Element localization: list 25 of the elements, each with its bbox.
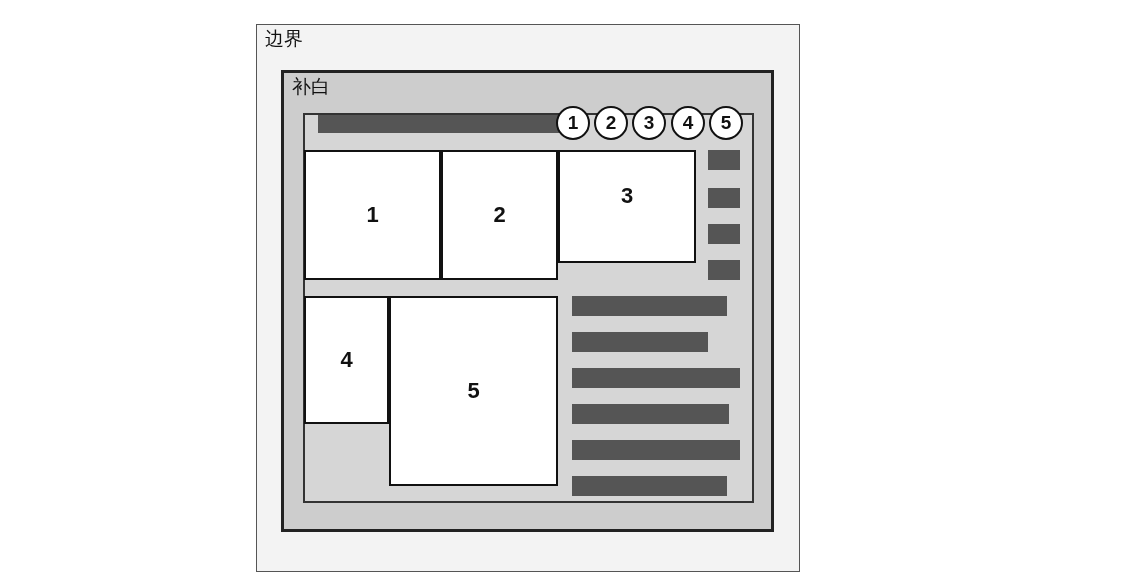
content-block	[304, 296, 389, 424]
block-number: 5	[467, 379, 480, 403]
padding-area	[281, 70, 774, 532]
block-number: 4	[340, 348, 353, 372]
number-circle	[594, 106, 628, 140]
area-label: 边界	[265, 29, 303, 49]
content-area	[303, 113, 754, 503]
circle-number: 5	[720, 111, 732, 135]
block-number: 3	[620, 183, 634, 208]
number-circle	[632, 106, 666, 140]
number-circle	[556, 106, 590, 140]
area-label: 补白	[292, 77, 330, 97]
circle-number: 3	[643, 111, 655, 135]
number-circle	[671, 106, 705, 140]
circle-number: 2	[605, 111, 617, 135]
circle-number: 4	[682, 111, 694, 135]
content-block	[304, 150, 441, 280]
block-number: 2	[493, 203, 506, 227]
content-block	[389, 296, 558, 486]
block-number: 1	[366, 203, 379, 227]
content-block	[558, 150, 696, 263]
number-circle	[709, 106, 743, 140]
margin-area	[256, 24, 800, 572]
content-block	[441, 150, 558, 280]
circle-number: 1	[567, 111, 579, 135]
